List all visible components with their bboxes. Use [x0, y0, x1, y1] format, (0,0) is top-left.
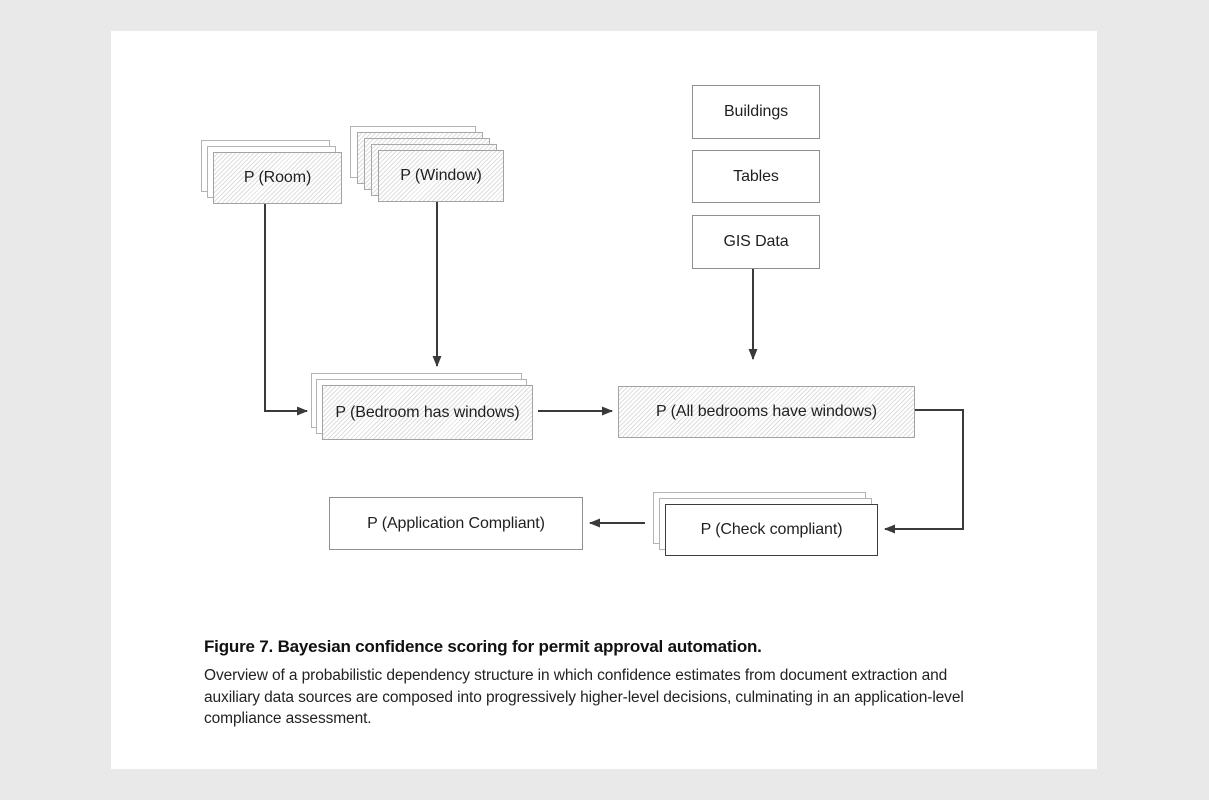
node-all-bedrooms-have-windows-label: P (All bedrooms have windows) — [656, 403, 877, 420]
node-window-label: P (Window) — [400, 167, 482, 184]
node-bedroom-has-windows-label: P (Bedroom has windows) — [335, 403, 520, 421]
node-room-label: P (Room) — [243, 169, 312, 186]
node-buildings-label: Buildings — [723, 103, 789, 120]
figure-caption-title: Figure 7. Bayesian confidence scoring fo… — [204, 637, 762, 656]
node-all-bedrooms-have-windows: P (All bedrooms have windows) — [618, 386, 915, 438]
node-room: P (Room) — [213, 152, 342, 204]
node-gis-data: GIS Data — [692, 215, 820, 269]
figure-caption: Figure 7. Bayesian confidence scoring fo… — [204, 637, 966, 730]
node-check-compliant: P (Check compliant) — [665, 504, 878, 556]
node-application-compliant: P (Application Compliant) — [329, 497, 583, 550]
node-application-compliant-label: P (Application Compliant) — [367, 514, 545, 532]
node-gis-data-label: GIS Data — [723, 233, 789, 250]
node-bedroom-has-windows: P (Bedroom has windows) — [322, 385, 533, 440]
node-check-compliant-label: P (Check compliant) — [700, 521, 843, 538]
figure-card: P (Room) P (Window) Buildings Tables GIS… — [111, 31, 1097, 769]
node-tables-label: Tables — [733, 167, 779, 185]
node-window: P (Window) — [378, 150, 504, 202]
figure-caption-body: Overview of a probabilistic dependency s… — [204, 667, 964, 727]
arrow-room-to-bedroom — [264, 204, 308, 416]
node-buildings: Buildings — [692, 85, 820, 139]
node-tables: Tables — [692, 150, 820, 203]
